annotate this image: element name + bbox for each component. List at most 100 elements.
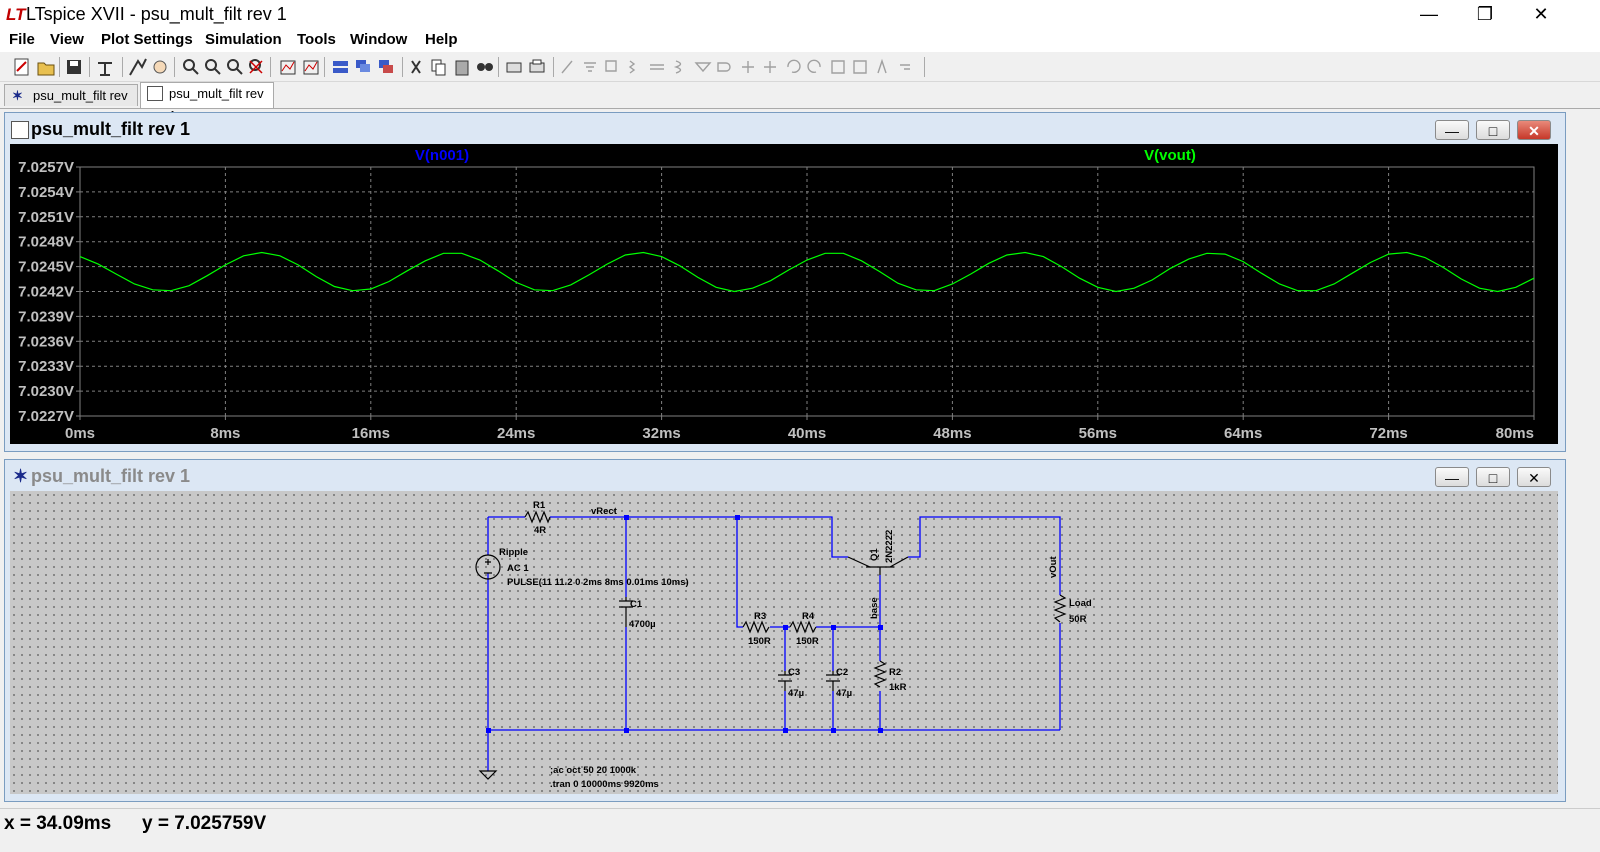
run-icon[interactable]: [129, 58, 147, 76]
print-icon[interactable]: [529, 59, 545, 73]
zoom-area-icon[interactable]: [183, 59, 199, 75]
y-tick-label: 7.0254V: [18, 184, 74, 201]
ac-directive: ;ac oct 50 20 1000k: [550, 765, 637, 776]
r3-name: R3: [754, 611, 766, 622]
ripple-pulse: PULSE(11 11.2 0 2ms 8ms 0.01ms 10ms): [507, 577, 689, 588]
ground-icon[interactable]: [584, 62, 596, 72]
schematic-canvas[interactable]: R1 4R vRect Ripple AC 1 PULSE(11 11.2 0 …: [10, 491, 1558, 794]
menu-tools[interactable]: Tools: [297, 31, 336, 48]
x-tick-label: 40ms: [788, 425, 826, 442]
y-tick-label: 7.0245V: [18, 259, 74, 276]
rotate-icon[interactable]: [831, 60, 845, 74]
c1-symbol: [619, 597, 633, 627]
load-symbol: [1053, 594, 1067, 623]
r2-symbol: [873, 660, 887, 688]
r2-value: 1kR: [889, 682, 907, 693]
toolbar-icons: [14, 57, 925, 77]
redo-icon[interactable]: [807, 59, 821, 74]
control-panel-icon[interactable]: [98, 62, 112, 76]
minimize-button[interactable]: —: [1420, 4, 1438, 24]
menu-plot-settings[interactable]: Plot Settings: [101, 31, 193, 48]
text-icon[interactable]: [877, 58, 887, 74]
x-tick-label: 0ms: [65, 425, 95, 442]
cursor-x-readout: x = 34.09ms: [4, 813, 112, 834]
waveform-window-header[interactable]: psu_mult_filt rev 1 — □ ✕: [5, 113, 1565, 147]
x-tick-label: 80ms: [1496, 425, 1534, 442]
waveform-maximize-button[interactable]: □: [1476, 120, 1510, 140]
schematic-window-title: psu_mult_filt rev 1: [31, 466, 191, 486]
tab-schematic[interactable]: ✶ psu_mult_filt rev 1: [4, 84, 138, 125]
schematic-icon: ✶: [12, 88, 23, 103]
q1-model: 2N2222: [884, 530, 895, 563]
x-tick-label: 24ms: [497, 425, 535, 442]
waveform-close-button[interactable]: ✕: [1517, 120, 1551, 140]
menu-view[interactable]: View: [50, 31, 84, 48]
x-tick-label: 56ms: [1079, 425, 1117, 442]
mirror-icon[interactable]: [853, 60, 867, 74]
component-labels: R1 4R vRect Ripple AC 1 PULSE(11 11.2 0 …: [499, 500, 1092, 790]
component-icon[interactable]: [717, 62, 731, 72]
c3-name: C3: [788, 667, 800, 678]
schematic-window-icon: ✶: [13, 466, 29, 486]
save-icon[interactable]: [67, 60, 81, 74]
resistor-icon[interactable]: [628, 60, 636, 74]
y-tick-label: 7.0257V: [18, 159, 74, 176]
schematic-maximize-button[interactable]: □: [1476, 467, 1510, 487]
menu-file[interactable]: File: [9, 31, 35, 48]
move-icon[interactable]: [742, 61, 754, 73]
inductor-icon[interactable]: [673, 60, 682, 74]
toolbar: [0, 53, 1600, 82]
schematic-close-button[interactable]: ✕: [1517, 467, 1551, 487]
diode-icon[interactable]: [694, 62, 712, 73]
find-icon[interactable]: [477, 63, 493, 71]
junction-dots: [486, 515, 883, 733]
menu-bar: File View Plot Settings Simulation Tools…: [0, 30, 1600, 52]
ltspice-logo-icon: LT: [6, 5, 26, 24]
ripple-source-symbol: [475, 554, 501, 580]
tab-waveform[interactable]: psu_mult_filt rev 1: [140, 82, 274, 123]
menu-simulation[interactable]: Simulation: [205, 31, 282, 48]
vout-label: vOut: [1048, 556, 1059, 578]
waveform-minimize-button[interactable]: —: [1435, 120, 1469, 140]
ground-symbol: [478, 770, 498, 780]
schematic-window-header[interactable]: ✶ psu_mult_filt rev 1 — □ ✕: [5, 460, 1565, 494]
tile-vertical-icon[interactable]: [379, 60, 393, 73]
base-label: base: [869, 597, 880, 619]
spice-directive-icon[interactable]: [900, 64, 910, 70]
tile-horizontal-icon[interactable]: [333, 61, 348, 73]
menu-help[interactable]: Help: [425, 31, 458, 48]
label-net-icon[interactable]: [605, 60, 617, 72]
schematic-minimize-button[interactable]: —: [1435, 467, 1469, 487]
pan-icon[interactable]: [153, 60, 167, 74]
c1-name: C1: [630, 599, 643, 610]
print-preview-icon[interactable]: [506, 62, 522, 73]
grid-icon[interactable]: [303, 60, 319, 75]
cut-icon[interactable]: [411, 60, 421, 74]
maximize-button[interactable]: ❐: [1476, 4, 1494, 24]
copy-icon[interactable]: [431, 59, 446, 76]
components: [475, 510, 1067, 780]
zoom-fit-icon[interactable]: [249, 59, 263, 74]
zoom-out-icon[interactable]: [227, 59, 243, 75]
capacitor-icon[interactable]: [650, 64, 664, 70]
paste-icon[interactable]: [455, 60, 469, 76]
cascade-icon[interactable]: [356, 60, 370, 72]
autorange-icon[interactable]: [280, 60, 296, 75]
wires: [487, 516, 1061, 771]
trace-label-vn001: V(n001): [415, 147, 469, 164]
r4-value: 150R: [796, 636, 819, 647]
wire-icon[interactable]: [561, 60, 573, 74]
open-icon[interactable]: [37, 62, 55, 76]
close-button[interactable]: ✕: [1533, 4, 1549, 24]
drag-icon[interactable]: [764, 61, 776, 73]
x-tick-label: 48ms: [933, 425, 971, 442]
c2-name: C2: [836, 667, 848, 678]
load-name: Load: [1069, 598, 1092, 609]
zoom-in-icon[interactable]: [205, 59, 221, 75]
y-tick-label: 7.0239V: [18, 308, 74, 325]
menu-window[interactable]: Window: [350, 31, 408, 48]
new-schematic-icon[interactable]: [14, 58, 29, 76]
undo-icon[interactable]: [787, 59, 801, 74]
